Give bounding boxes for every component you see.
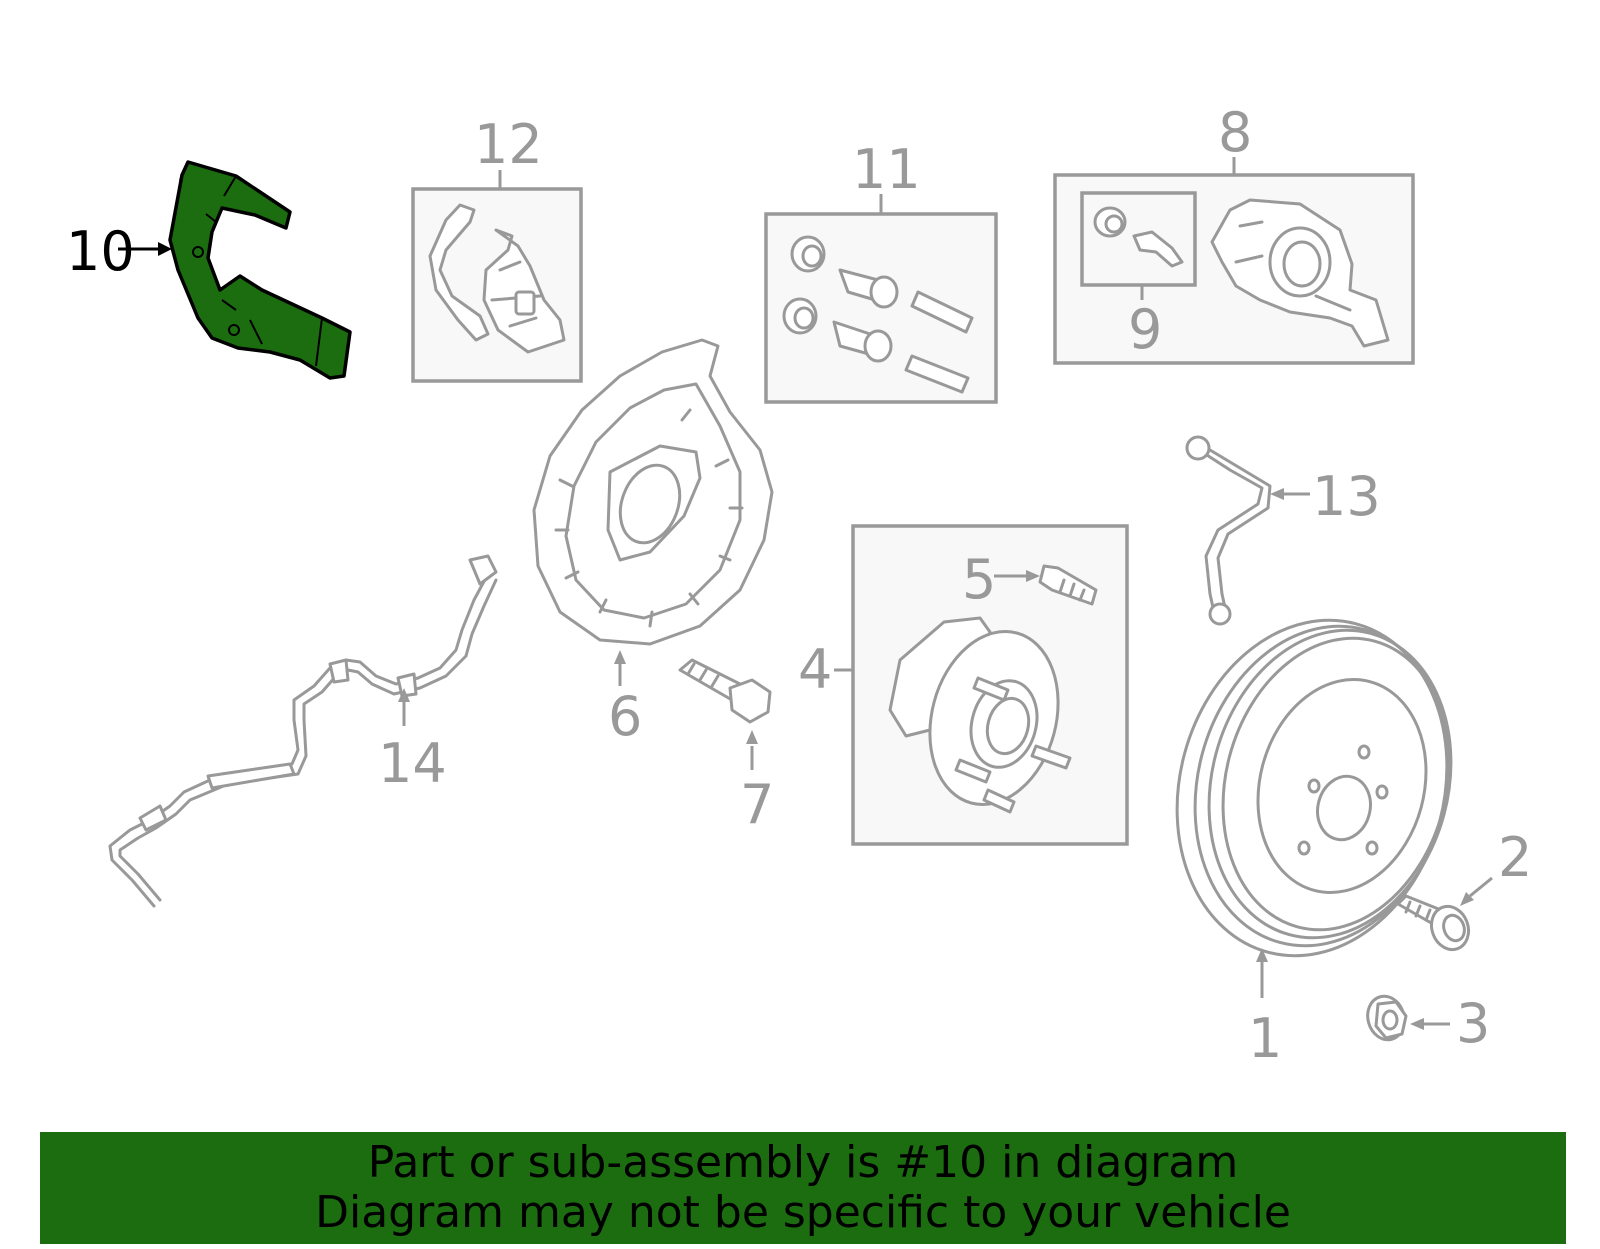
callout-3: 3 [1456, 992, 1490, 1055]
callout-2: 2 [1498, 826, 1532, 889]
part-7-bolt [678, 658, 772, 724]
part-9-bleeder-cap-kit [1093, 206, 1184, 268]
banner-line-part-number: Part or sub-assembly is #10 in diagram [367, 1137, 1239, 1188]
callout-11: 11 [852, 138, 921, 201]
callout-9: 9 [1128, 298, 1162, 361]
part-13-brake-hose [1185, 435, 1272, 626]
part-14-abs-sensor [108, 554, 498, 908]
callout-5: 5 [962, 548, 996, 611]
callout-10: 10 [66, 220, 135, 283]
callout-13: 13 [1312, 465, 1381, 528]
part-12-brake-pads [411, 187, 583, 383]
callout-4: 4 [798, 638, 832, 701]
callout-14: 14 [378, 732, 447, 795]
part-6-dust-shield [532, 338, 774, 646]
part-8-caliper-assembly [1053, 173, 1415, 365]
callout-6: 6 [608, 685, 642, 748]
callout-8: 8 [1218, 101, 1252, 164]
part-5-wheel-stud [1038, 564, 1098, 606]
banner-line-disclaimer: Diagram may not be specific to your vehi… [315, 1187, 1291, 1238]
callout-7: 7 [740, 773, 774, 836]
callout-1: 1 [1248, 1007, 1282, 1070]
part-2-screw [1396, 894, 1471, 952]
info-banner: Part or sub-assembly is #10 in diagram D… [40, 1132, 1566, 1244]
part-11-guide-pin-kit [764, 212, 998, 404]
part-3-nut [1366, 994, 1408, 1042]
callout-12: 12 [474, 113, 543, 176]
part-4-hub-bearing [851, 524, 1129, 846]
part-10-caliper-bracket[interactable] [168, 160, 352, 380]
part-1-brake-rotor [1175, 618, 1453, 958]
